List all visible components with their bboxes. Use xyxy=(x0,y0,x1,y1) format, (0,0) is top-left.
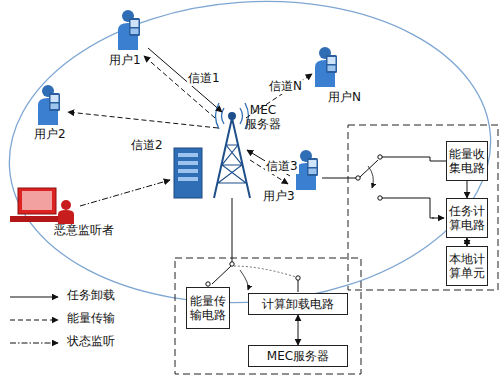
box-text: 能量收集电路 xyxy=(449,147,485,176)
user-icon xyxy=(38,85,60,125)
entity-label: 用户2 xyxy=(33,128,67,142)
channel-label: 信道N xyxy=(268,80,303,94)
base-station-tower xyxy=(214,103,250,198)
box-text: 能量传输电路 xyxy=(189,294,227,323)
legend-samples xyxy=(10,297,58,343)
connector xyxy=(467,238,468,246)
connector xyxy=(298,315,299,345)
legend-text: 状态监听 xyxy=(66,335,116,349)
server-label: MEC 服务器 xyxy=(244,104,282,132)
box-text: 任务计算电路 xyxy=(449,204,485,233)
entity-label: 用户1 xyxy=(108,54,142,68)
entity-label: 恶意监听者 xyxy=(53,224,115,238)
coverage-ellipse xyxy=(0,0,501,318)
channel-label: 信道3 xyxy=(265,160,299,174)
user-icon xyxy=(118,10,140,50)
server-switch xyxy=(206,198,300,292)
circuit-box: 能量收集电路 xyxy=(446,141,488,181)
entity-label: 用户3 xyxy=(262,190,296,204)
legend-text: 能量传输 xyxy=(66,312,116,326)
box-text: 计算卸载电路 xyxy=(262,297,334,311)
legend-text: 任务卸载 xyxy=(66,289,116,303)
user-switch xyxy=(322,155,446,218)
server-rack xyxy=(174,148,202,198)
circuit-box: 计算卸载电路 xyxy=(248,293,348,315)
circuit-box: 任务计算电路 xyxy=(446,198,488,238)
server-side-box xyxy=(175,258,361,374)
channel-label: 信道2 xyxy=(130,139,164,153)
circuit-box: 能量传输电路 xyxy=(186,287,230,329)
channel-label: 信道1 xyxy=(187,72,221,86)
channel-arrows xyxy=(68,48,312,206)
user-icon xyxy=(296,150,318,190)
circuit-box: 本地计算单元 xyxy=(446,246,488,286)
entity-label: 用户N xyxy=(327,91,362,105)
user-device-box xyxy=(348,125,498,290)
attacker-icon xyxy=(10,188,74,226)
connector xyxy=(467,181,468,198)
circuit-box: MEC服务器 xyxy=(248,345,348,367)
box-text: 本地计算单元 xyxy=(449,252,485,281)
box-text: MEC服务器 xyxy=(267,349,329,363)
user-icon xyxy=(315,47,337,87)
